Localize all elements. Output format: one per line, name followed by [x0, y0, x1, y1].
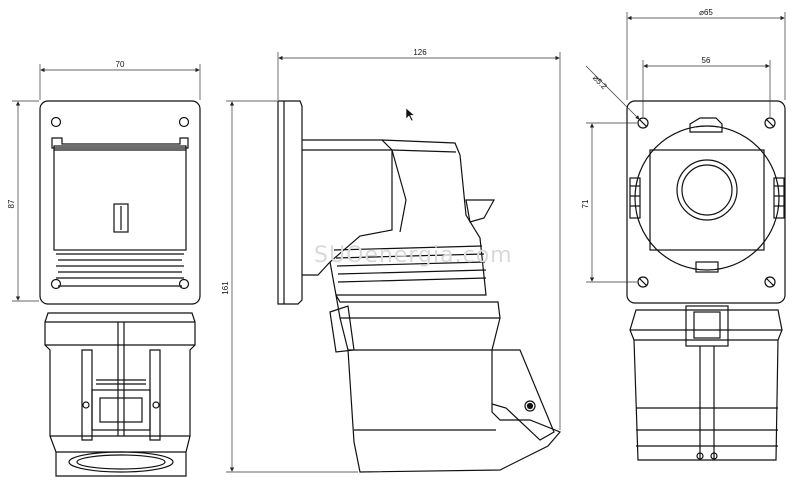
- front-lid-top: [51, 137, 189, 149]
- side-view: [277, 100, 562, 473]
- watermark: SUOenergia.com: [314, 243, 513, 268]
- side-housing: [329, 139, 487, 296]
- front-latch-slot: [113, 203, 129, 233]
- dim-leader-hole: [585, 65, 640, 120]
- dim-side-length: 126: [413, 48, 427, 57]
- dim-rear-diameter: ⌀65: [699, 8, 713, 17]
- front-body: [44, 312, 196, 477]
- rear-latch: [685, 305, 729, 347]
- side-wall-plate: [277, 100, 303, 305]
- front-hole-bl: [50, 278, 62, 290]
- rear-hole-br: [764, 276, 776, 288]
- side-hinge-pin: [524, 400, 536, 412]
- dim-hole-diameter: ⌀5.2: [591, 73, 609, 91]
- front-mounting-plate: [39, 100, 201, 305]
- side-latch: [465, 199, 496, 223]
- arrow-cursor-icon: [405, 107, 416, 122]
- dim-rear-spacing-x: 56: [702, 56, 711, 65]
- rear-view: [626, 100, 786, 461]
- front-socket-ring: [68, 451, 174, 473]
- rear-body: [629, 309, 783, 461]
- dim-side-height: 161: [221, 281, 230, 295]
- rear-hole-tr: [764, 117, 776, 129]
- side-clip: [329, 305, 355, 353]
- rear-outer-circle: [634, 125, 780, 271]
- rear-cable-gland: [676, 159, 738, 221]
- rear-mounting-plate: [626, 100, 786, 304]
- front-hole-tl: [50, 116, 62, 128]
- front-hole-br: [178, 278, 190, 290]
- front-view: [39, 100, 201, 477]
- dim-front-width: 70: [116, 60, 125, 69]
- side-neck: [302, 139, 393, 276]
- rear-hole-tl: [637, 117, 649, 129]
- side-lower-body: [335, 294, 562, 473]
- front-hole-tr: [178, 116, 190, 128]
- dim-rear-spacing-y: 71: [581, 199, 590, 208]
- side-lid: [491, 349, 555, 441]
- front-latch: [91, 389, 151, 431]
- front-lid: [53, 145, 187, 251]
- dim-front-height: 87: [7, 199, 16, 208]
- rear-hole-bl: [637, 276, 649, 288]
